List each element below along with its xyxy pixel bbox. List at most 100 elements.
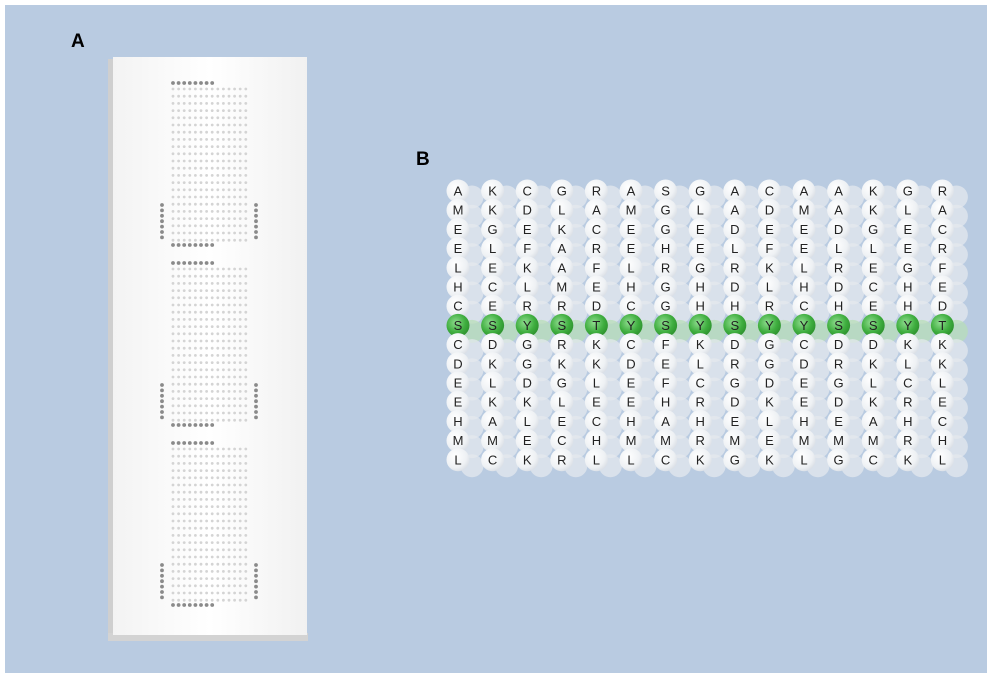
faint-spot: [194, 562, 197, 566]
faint-spot: [216, 116, 220, 120]
residue-letter: H: [626, 280, 635, 295]
peptide-spot: [446, 179, 470, 203]
faint-spot: [177, 541, 181, 544]
peptide-spot: [515, 409, 539, 433]
faint-spot: [222, 210, 225, 213]
peptide-spot: [757, 429, 781, 453]
residue-letter: K: [523, 452, 532, 467]
faint-spot: [205, 447, 209, 451]
faint-spot: [227, 116, 231, 120]
faint-spot: [194, 498, 197, 501]
faint-spot: [233, 584, 237, 588]
peptide-spot: [515, 294, 539, 318]
highlight-spot: [515, 313, 539, 337]
residue-letter: S: [834, 318, 843, 333]
peptide-spot: [930, 237, 954, 261]
residue-letter: L: [800, 452, 807, 467]
faint-spot: [238, 418, 242, 422]
peptide-spot: [481, 352, 505, 376]
faint-spot: [171, 267, 175, 271]
peptide-spot: [792, 275, 816, 299]
residue-letter: C: [661, 452, 670, 467]
peptide-spot: [930, 352, 954, 376]
faint-spot: [222, 462, 225, 465]
faint-spot: [188, 512, 192, 516]
residue-letter: E: [903, 241, 912, 256]
faint-spot: [222, 339, 225, 343]
residue-letter: L: [489, 241, 496, 256]
residue-letter: C: [903, 376, 912, 391]
residue-letter: K: [557, 222, 566, 237]
faint-spot: [171, 202, 175, 206]
marker-spot: [254, 388, 258, 393]
peptide-spot: [654, 333, 678, 357]
peptide-spot: [827, 294, 851, 318]
marker-spot: [176, 261, 181, 265]
faint-spot: [199, 591, 203, 595]
faint-spot: [222, 238, 225, 242]
faint-spot: [244, 274, 248, 278]
faint-spot: [238, 224, 242, 228]
faint-spot: [238, 231, 242, 235]
faint-spot: [222, 382, 225, 386]
faint-spot: [182, 188, 186, 192]
faint-spot: [216, 418, 220, 422]
faint-spot: [216, 87, 220, 91]
faint-spot: [222, 217, 225, 221]
faint-spot: [227, 274, 231, 278]
faint-spot: [238, 548, 242, 552]
faint-spot: [227, 462, 231, 465]
faint-spot: [188, 397, 192, 400]
faint-spot: [199, 102, 203, 105]
faint-spot: [244, 375, 248, 379]
faint-spot: [177, 166, 181, 170]
peptide-spot: [723, 448, 747, 472]
peptide-spot: [861, 333, 885, 357]
peptide-spot: [792, 333, 816, 357]
faint-spot: [171, 231, 175, 235]
faint-spot: [205, 332, 209, 336]
faint-spot: [227, 411, 231, 415]
faint-spot: [182, 548, 186, 552]
faint-spot: [210, 231, 214, 235]
faint-spot: [182, 534, 186, 537]
faint-spot: [199, 404, 203, 408]
faint-spot: [216, 390, 220, 393]
peptide-spot: [688, 429, 712, 453]
peptide-spot: [896, 352, 920, 376]
faint-spot: [171, 483, 175, 487]
faint-spot: [182, 447, 186, 451]
faint-spot: [216, 534, 220, 537]
faint-spot: [238, 325, 242, 328]
faint-spot: [227, 346, 231, 350]
faint-spot: [244, 224, 248, 228]
peptide-spot: [515, 448, 539, 472]
faint-spot: [182, 231, 186, 235]
faint-spot: [222, 202, 225, 206]
faint-spot: [222, 166, 225, 170]
faint-spot: [238, 534, 242, 537]
faint-spot: [233, 498, 237, 501]
marker-spot: [171, 243, 175, 247]
peptide-spot: [688, 333, 712, 357]
faint-spot: [188, 454, 192, 458]
faint-spot: [216, 310, 220, 314]
marker-spot: [254, 399, 258, 404]
faint-spot: [177, 570, 181, 573]
faint-spot: [210, 505, 214, 508]
faint-spot: [222, 447, 225, 451]
residue-letter: H: [696, 299, 705, 314]
peptide-spot: [515, 237, 539, 261]
marker-spot: [254, 393, 258, 398]
faint-spot: [199, 296, 203, 300]
faint-spot: [222, 138, 225, 141]
faint-spot: [210, 498, 214, 501]
faint-spot: [171, 354, 175, 357]
faint-spot: [233, 174, 237, 177]
marker-spot: [254, 573, 258, 578]
residue-letter: E: [834, 414, 843, 429]
marker-spot: [254, 219, 258, 224]
faint-spot: [244, 289, 248, 292]
faint-spot: [205, 469, 209, 472]
residue-letter: G: [522, 356, 532, 371]
